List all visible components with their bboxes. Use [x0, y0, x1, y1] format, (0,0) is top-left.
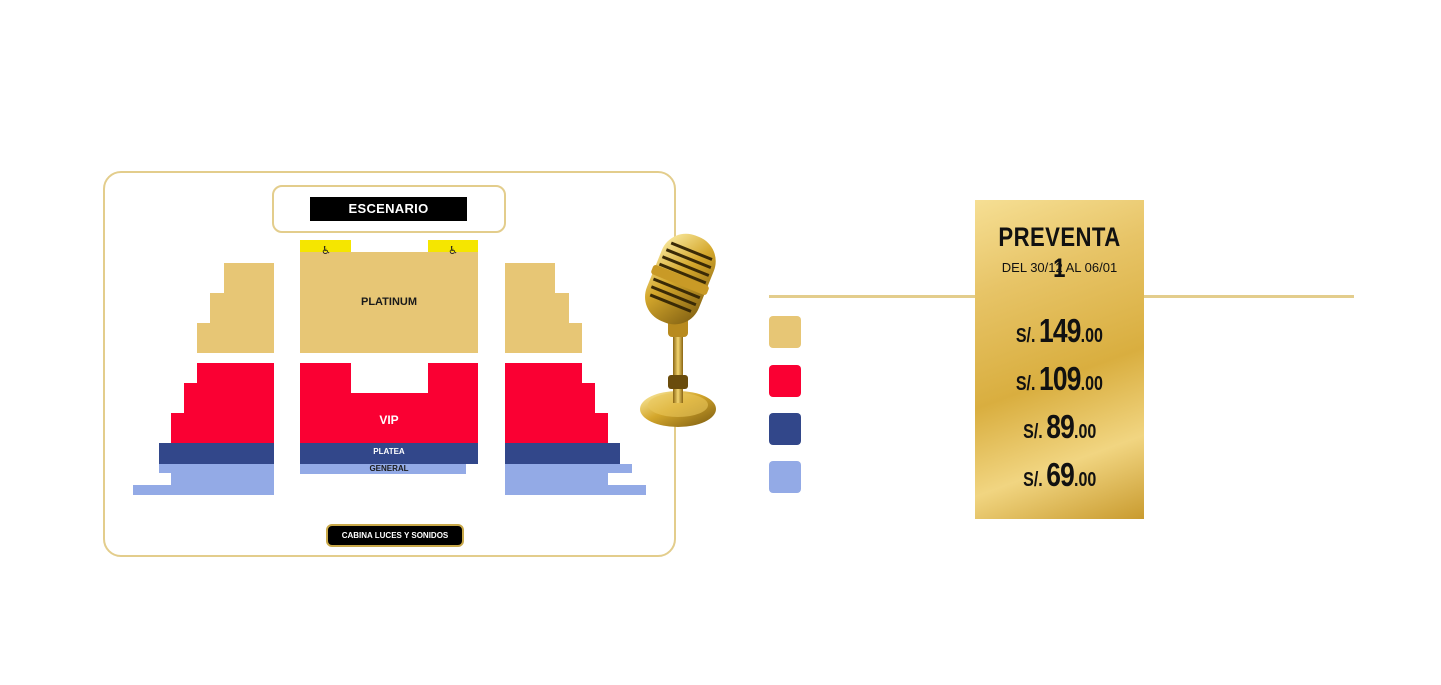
- swatch-platea: [769, 413, 801, 445]
- microphone-icon: [640, 233, 716, 427]
- booth-label: CABINA LUCES Y SONIDOS: [326, 524, 464, 547]
- swatch-general: [769, 461, 801, 493]
- price-decimals: .00: [1073, 421, 1097, 443]
- price-decimals: .00: [1073, 469, 1097, 491]
- swatch-platinum: [769, 316, 801, 348]
- price-integer: 69: [1046, 456, 1075, 493]
- price-decimals: .00: [1080, 373, 1104, 395]
- zone-vip-left[interactable]: [171, 363, 274, 443]
- zone-platinum-right[interactable]: [505, 263, 582, 353]
- price-platinum: S/. 149.00: [975, 312, 1144, 350]
- zone-platea-center[interactable]: [300, 443, 478, 464]
- price-integer: 109: [1039, 360, 1081, 397]
- wheelchair-icon: ♿: [448, 244, 458, 257]
- price-general: S/. 69.00: [975, 456, 1144, 494]
- stage-label: ESCENARIO: [310, 197, 467, 221]
- price-currency: S/.: [1015, 373, 1036, 395]
- price-currency: S/.: [1022, 421, 1043, 443]
- price-currency: S/.: [1022, 469, 1043, 491]
- zone-label-platinum: PLATINUM: [360, 296, 417, 308]
- zone-general-center[interactable]: [300, 464, 466, 474]
- zone-label-vip: VIP: [379, 413, 399, 427]
- zone-label-general: GENERAL: [369, 464, 409, 473]
- zone-label-platea: PLATEA: [373, 447, 405, 456]
- price-integer: 89: [1046, 408, 1075, 445]
- wheelchair-icon: ♿: [321, 244, 331, 257]
- price-integer: 149: [1039, 312, 1081, 349]
- zone-platea-right[interactable]: [505, 443, 620, 464]
- zone-platea-left[interactable]: [159, 443, 274, 464]
- preventa-panel: [975, 200, 1144, 519]
- price-decimals: .00: [1080, 325, 1104, 347]
- zone-platinum-left[interactable]: [197, 263, 274, 353]
- preventa-title: PREVENTA 1: [998, 222, 1121, 283]
- preventa-dates: DEL 30/12 AL 06/01: [1001, 260, 1118, 275]
- price-platea: S/. 89.00: [975, 408, 1144, 446]
- price-currency: S/.: [1015, 325, 1036, 347]
- zone-vip-center[interactable]: [300, 363, 478, 443]
- swatch-vip: [769, 365, 801, 397]
- price-vip: S/. 109.00: [975, 360, 1144, 398]
- zone-general-left[interactable]: [133, 464, 274, 495]
- zone-vip-right[interactable]: [505, 363, 608, 443]
- zone-platinum-center[interactable]: [300, 252, 478, 353]
- zone-general-right[interactable]: [505, 464, 646, 495]
